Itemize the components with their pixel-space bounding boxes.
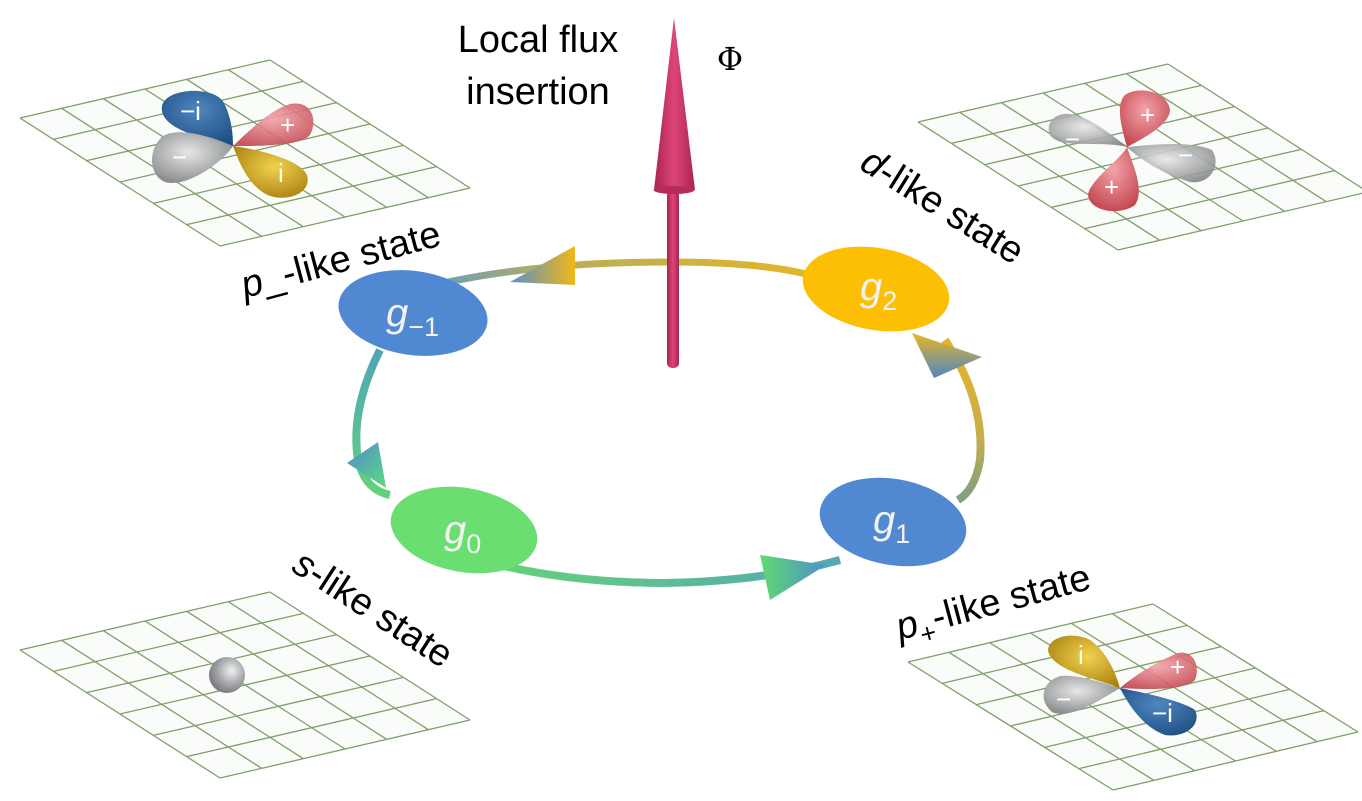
grid-line xyxy=(269,59,471,189)
orbital-p-plus: i + − −i xyxy=(1043,635,1197,736)
node-subscript: 1 xyxy=(895,519,910,549)
lobe-label: −i xyxy=(180,96,201,126)
node-label: g xyxy=(873,498,895,542)
ring-segment-right xyxy=(941,337,985,504)
orbital-d: + − + − xyxy=(1048,90,1216,212)
node-label: g xyxy=(444,508,466,552)
lobe-label: + xyxy=(1170,652,1185,682)
lobe-gray xyxy=(1127,143,1216,183)
svg-text:g−1: g−1 xyxy=(386,291,439,342)
grid-line xyxy=(219,719,471,779)
ring-segment-top xyxy=(414,258,811,294)
node-g-minus-1: g−1 xyxy=(338,270,488,356)
lobe-red xyxy=(1120,652,1197,690)
arrowhead-top xyxy=(510,246,575,285)
svg-text:g2: g2 xyxy=(860,265,897,316)
title-line-1: Local flux xyxy=(458,19,619,61)
lobe-gray xyxy=(151,132,233,183)
lobe-label: i xyxy=(278,158,284,188)
lobe-label: + xyxy=(280,110,295,140)
node-g-0: g0 xyxy=(390,486,538,574)
grid-line xyxy=(186,698,437,758)
lobe-label: + xyxy=(1104,172,1119,202)
grid-line xyxy=(269,591,471,721)
title-line-2: insertion xyxy=(466,71,610,113)
arrowhead-right xyxy=(912,333,982,378)
lobe-red xyxy=(1119,90,1170,147)
node-label: g xyxy=(860,265,882,309)
ring-segment-left xyxy=(352,348,392,499)
svg-text:g1: g1 xyxy=(873,498,910,549)
node-subscript: 0 xyxy=(466,529,481,559)
grid-line xyxy=(186,166,437,226)
lobe-red xyxy=(1088,147,1139,212)
grid-s xyxy=(19,591,471,779)
lobe-label: −i xyxy=(1152,698,1173,728)
orbital-p-minus: −i + i − xyxy=(151,90,314,198)
node-subscript: 2 xyxy=(882,286,897,316)
lobe-label: − xyxy=(172,142,187,172)
orbital-s-sphere xyxy=(209,657,245,693)
lobe-gray xyxy=(1048,113,1127,147)
arrowhead-bottom xyxy=(760,555,826,600)
lobe-label: − xyxy=(1065,124,1080,154)
lobe-gold xyxy=(233,146,308,198)
grid-line xyxy=(1152,603,1359,733)
label-sub: + xyxy=(917,617,940,650)
grid-line xyxy=(1117,192,1362,251)
flux-arrow xyxy=(653,18,695,368)
grid-line xyxy=(1112,731,1359,791)
lobe-label: i xyxy=(1078,640,1084,670)
node-subscript: −1 xyxy=(408,312,439,342)
svg-text:g0: g0 xyxy=(444,508,481,559)
lobe-blue xyxy=(1120,688,1197,736)
grid-line xyxy=(1084,170,1335,230)
lobe-gray xyxy=(1043,675,1120,714)
lobe-label: − xyxy=(1178,140,1193,170)
lobe-gold xyxy=(1048,635,1120,688)
grid-line xyxy=(219,187,471,247)
arrowhead-left xyxy=(347,442,386,488)
node-g-1: g1 xyxy=(819,477,967,567)
lobe-red xyxy=(233,103,314,146)
lobe-label: − xyxy=(1056,684,1071,714)
lobe-blue xyxy=(161,90,233,146)
node-label: g xyxy=(386,291,408,335)
node-g-2: g2 xyxy=(802,246,950,332)
lobe-label: + xyxy=(1140,100,1155,130)
flux-symbol: Φ xyxy=(717,40,743,78)
grid-line xyxy=(1078,710,1324,770)
grid-line xyxy=(1167,63,1362,189)
